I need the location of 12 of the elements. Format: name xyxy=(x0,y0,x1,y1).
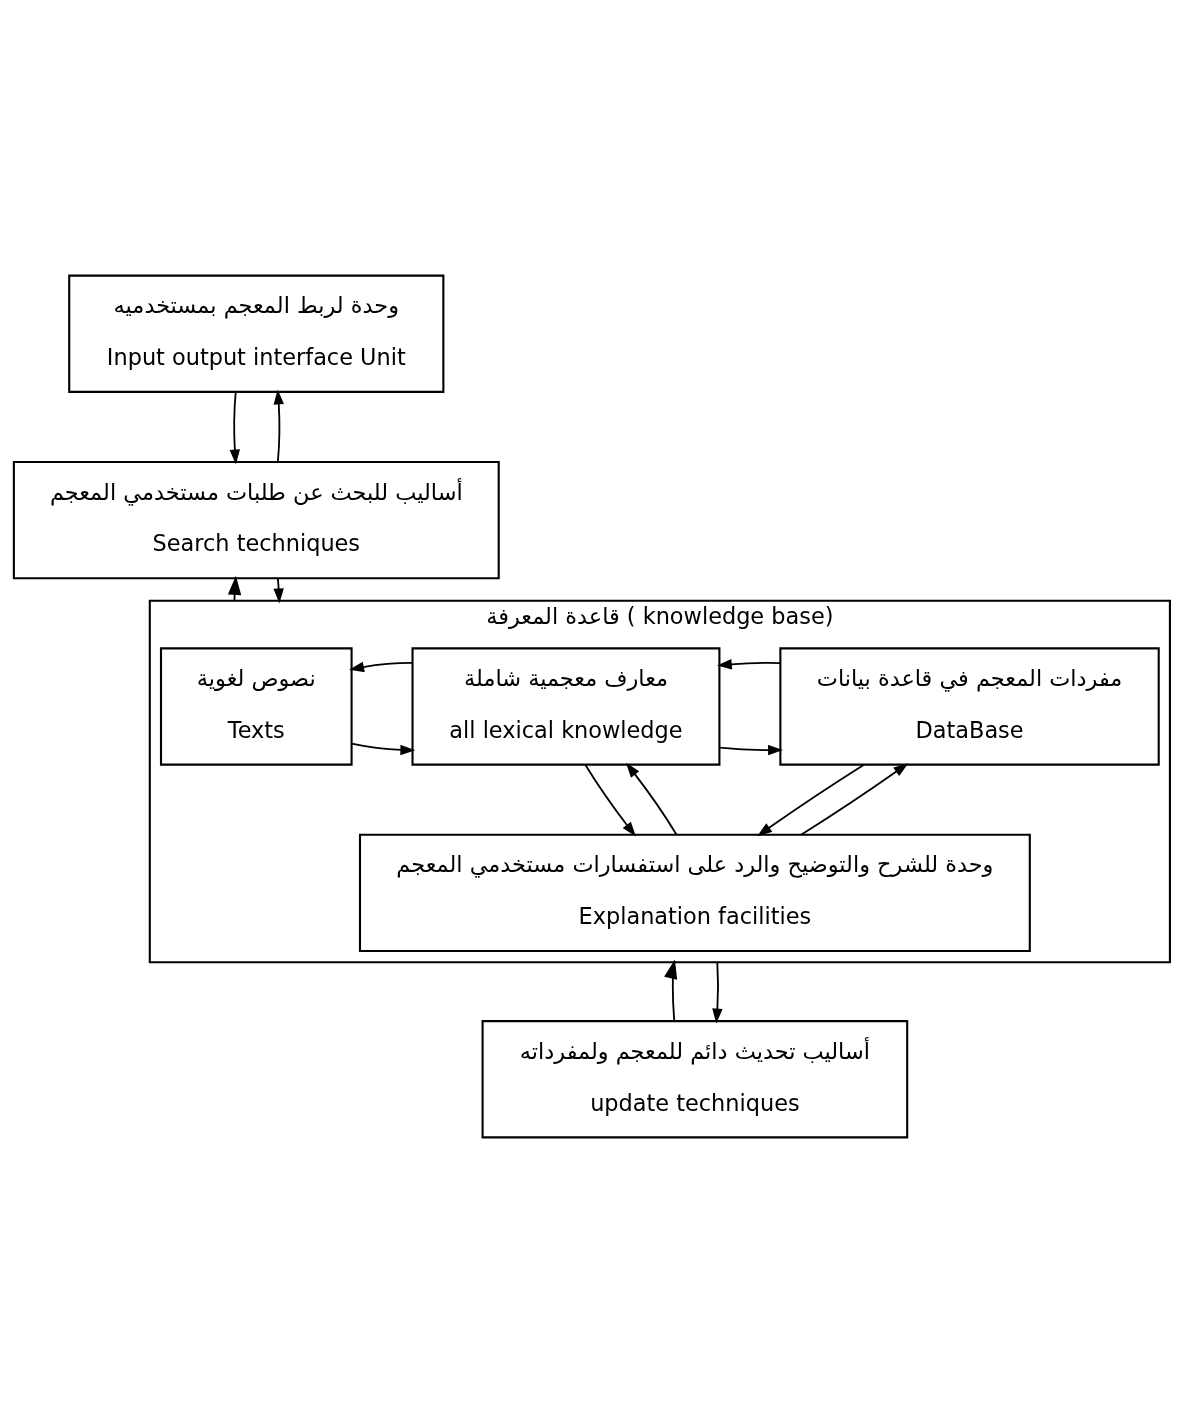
arrow xyxy=(625,762,678,835)
arrow xyxy=(664,959,678,1022)
arrow xyxy=(716,658,782,669)
arrow xyxy=(350,742,416,755)
arrow xyxy=(757,763,865,836)
arrow xyxy=(349,661,414,672)
arrow xyxy=(584,763,636,837)
arrow xyxy=(800,762,909,835)
arrow xyxy=(718,744,783,755)
arrow xyxy=(229,390,240,464)
arrow xyxy=(273,389,284,463)
arrow xyxy=(712,960,723,1024)
